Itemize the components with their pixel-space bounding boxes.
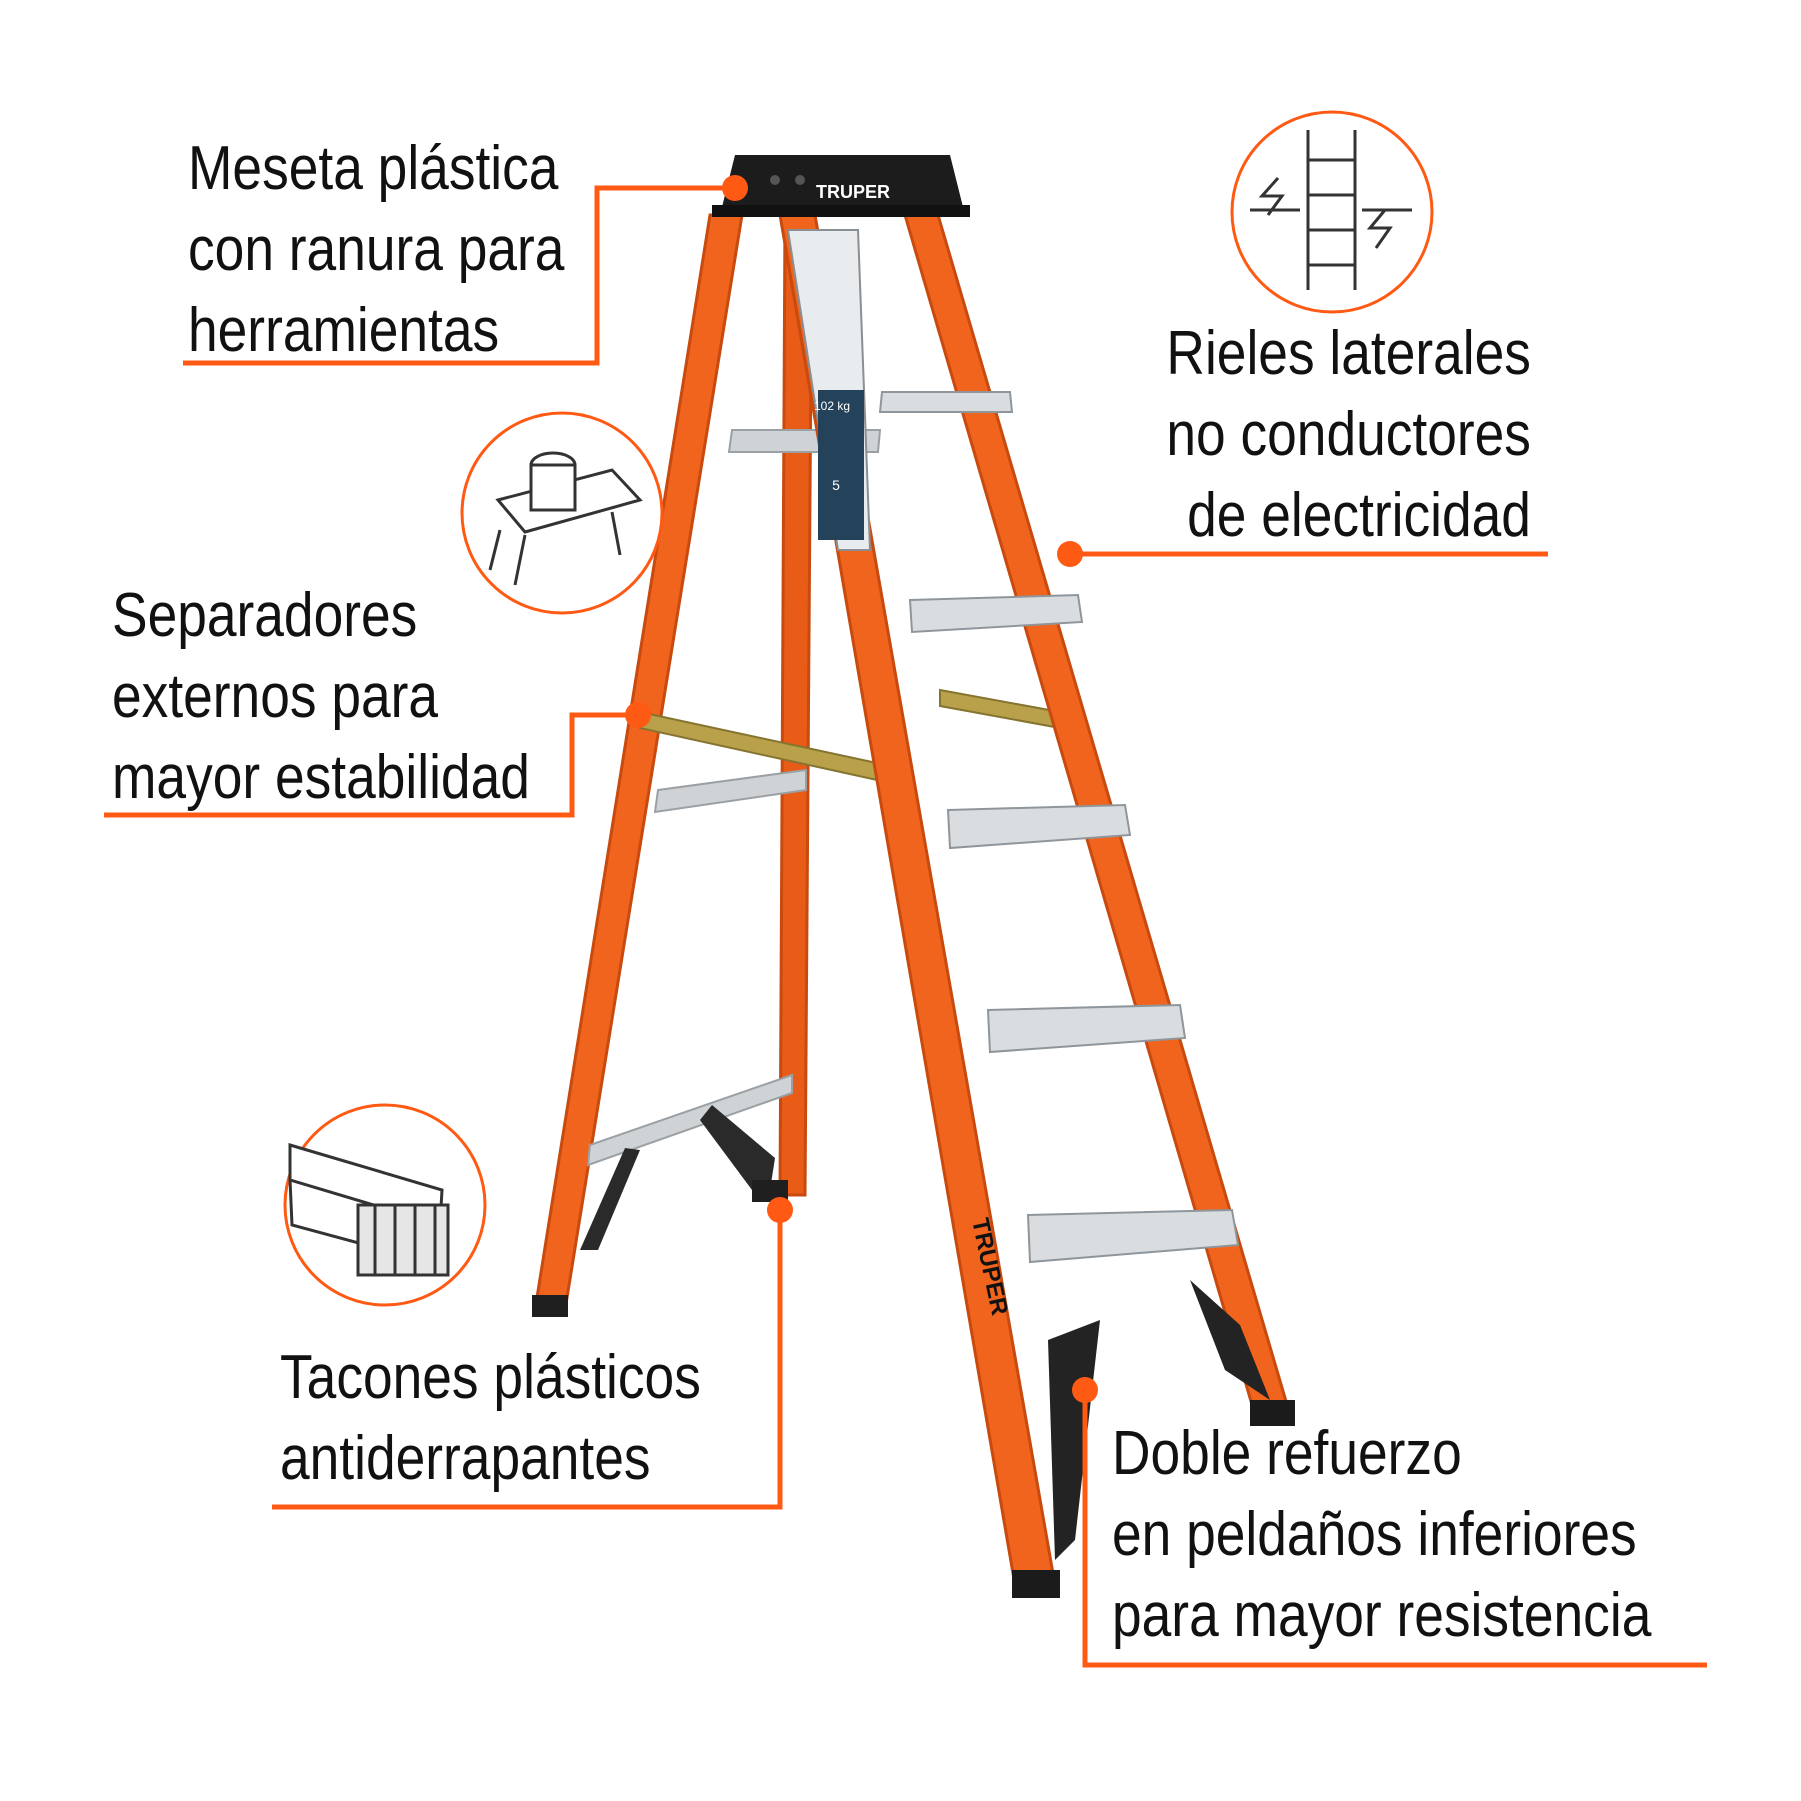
- step-number-label: 5: [832, 477, 840, 493]
- callout-top-text: Meseta plástica con ranura para herramie…: [188, 128, 564, 371]
- callout-line: no conductores: [1166, 400, 1531, 469]
- callout-line: Meseta plástica: [188, 134, 559, 203]
- callout-line: Separadores: [112, 581, 418, 650]
- spreader-bars: [639, 688, 1061, 787]
- callout-line: Tacones plásticos: [280, 1343, 701, 1412]
- slip-resistant-feet-icon: [283, 1103, 487, 1307]
- callout-line: Rieles laterales: [1166, 319, 1531, 388]
- callout-line: mayor estabilidad: [112, 743, 530, 812]
- callout-line: de electricidad: [1187, 481, 1531, 550]
- leader-lines: [104, 185, 1707, 1668]
- callout-line: para mayor resistencia: [1112, 1581, 1652, 1650]
- callout-line: antiderrapantes: [280, 1424, 651, 1493]
- callout-line: con ranura para: [188, 215, 565, 284]
- non-conductive-rails-icon: [1230, 110, 1434, 314]
- callout-line: herramientas: [188, 296, 500, 365]
- front-legs: [778, 213, 1295, 1598]
- rear-legs: [532, 213, 882, 1317]
- callout-line: externos para: [112, 662, 439, 731]
- callout-spreaders-text: Separadores externos para mayor estabili…: [112, 575, 530, 818]
- capacity-label: 102 kg: [814, 399, 850, 413]
- callout-brace-text: Doble refuerzo en peldaños inferiores pa…: [1112, 1413, 1651, 1656]
- callout-rails-text: Rieles laterales no conductores de elect…: [1166, 313, 1531, 556]
- tool-tray-icon: [460, 411, 664, 615]
- callout-line: en peldaños inferiores: [1112, 1500, 1637, 1569]
- top-brand-logo: TRUPER: [816, 182, 890, 202]
- top-platform: [712, 155, 970, 217]
- callout-feet-text: Tacones plásticos antiderrapantes: [280, 1337, 701, 1499]
- leader-dots: [625, 175, 1098, 1403]
- callout-line: Doble refuerzo: [1112, 1419, 1462, 1488]
